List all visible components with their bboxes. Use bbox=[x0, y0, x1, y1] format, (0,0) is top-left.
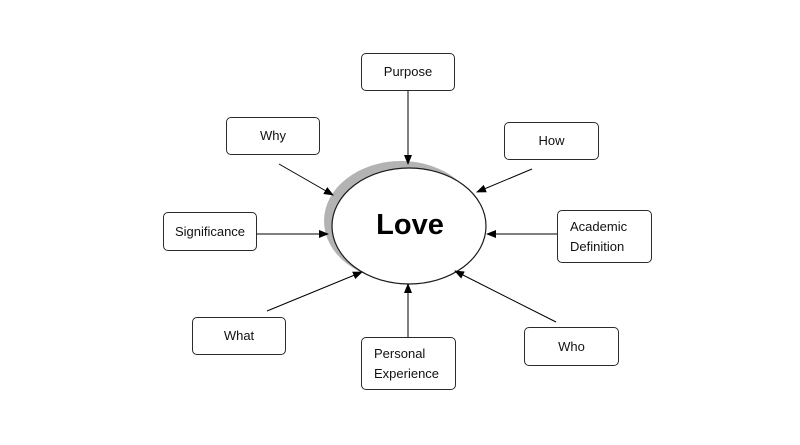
arrow-what bbox=[266, 271, 363, 312]
node-how-label: How bbox=[538, 133, 565, 148]
node-who: Who bbox=[524, 327, 619, 366]
node-personal-experience: Personal Experience bbox=[361, 337, 456, 390]
node-significance: Significance bbox=[163, 212, 257, 251]
node-how: How bbox=[504, 122, 599, 160]
node-why: Why bbox=[226, 117, 320, 155]
center-label: Love bbox=[376, 209, 444, 241]
arrow-who bbox=[454, 270, 557, 323]
node-why-label: Why bbox=[260, 128, 286, 143]
node-what-label: What bbox=[223, 328, 255, 343]
node-who-label: Who bbox=[558, 338, 585, 354]
node-personal-experience-line1: Personal bbox=[374, 346, 426, 361]
node-academic-definition: Academic Definition bbox=[557, 210, 652, 263]
node-purpose: Purpose bbox=[361, 53, 455, 91]
arrow-why bbox=[278, 163, 334, 196]
node-what: What bbox=[192, 317, 286, 355]
node-significance-label: Significance bbox=[174, 223, 246, 239]
node-purpose-label: Purpose bbox=[383, 64, 433, 79]
node-personal-experience-line2: Experience bbox=[374, 366, 440, 381]
arrow-how bbox=[476, 168, 533, 193]
node-academic-definition-line1: Academic bbox=[570, 219, 628, 234]
node-academic-definition-line2: Definition bbox=[570, 239, 625, 254]
